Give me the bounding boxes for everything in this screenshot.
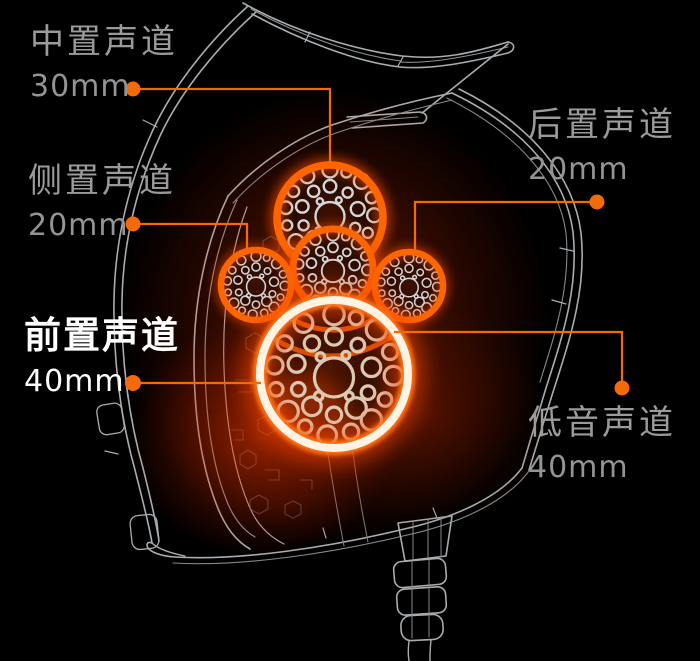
callout-line-rear: [413, 200, 597, 251]
callout-dot-side: [125, 216, 141, 232]
label-rear-channel: 后置声道 20mm: [528, 105, 676, 187]
side-driver: [215, 244, 297, 326]
callout-dot-bass: [614, 380, 630, 396]
callout-dot-rear: [589, 194, 605, 210]
rear-channel-size: 20mm: [528, 151, 629, 187]
label-front-channel: 前置声道 40mm: [24, 314, 180, 399]
callout-lines: [133, 87, 624, 388]
center-channel-size: 30mm: [30, 68, 131, 104]
label-side-channel: 侧置声道 20mm: [28, 161, 176, 243]
callout-dot-front: [125, 375, 141, 391]
rear-driver: [369, 246, 449, 326]
label-center-channel: 中置声道 30mm: [30, 22, 178, 104]
side-channel-size: 20mm: [28, 207, 129, 243]
front-channel-name: 前置声道: [24, 314, 180, 357]
callout-dot-center: [125, 81, 141, 97]
side-channel-name: 侧置声道: [28, 161, 176, 201]
front-driver: [243, 283, 425, 465]
callout-dots: [125, 81, 630, 396]
cable-strain-relief: [392, 515, 453, 661]
callout-line-bass: [394, 330, 624, 388]
bass-channel-name: 低音声道: [528, 403, 676, 443]
label-bass-channel: 低音声道 40mm: [528, 403, 676, 485]
callout-line-center: [133, 87, 332, 164]
front-channel-size: 40mm: [24, 363, 125, 399]
center-channel-name: 中置声道: [30, 22, 178, 62]
bass-channel-size: 40mm: [528, 449, 629, 485]
callout-line-side: [133, 222, 249, 249]
rear-channel-name: 后置声道: [528, 105, 676, 145]
